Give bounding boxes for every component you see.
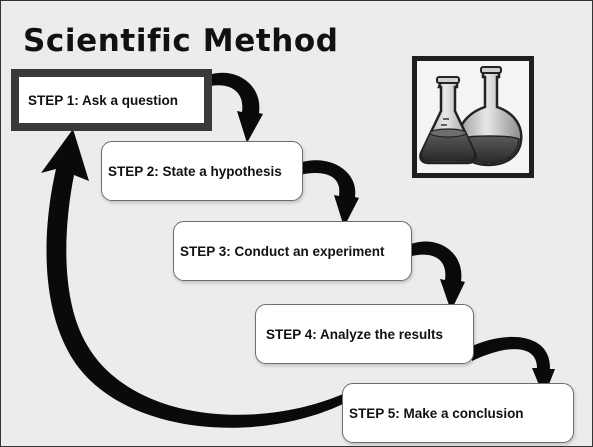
step-3-box: STEP 3: Conduct an experiment [173, 221, 412, 281]
step-4-label: STEP 4: Analyze the results [266, 326, 444, 342]
step-5-label: STEP 5: Make a conclusion [349, 405, 524, 421]
step-1-box: STEP 1: Ask a question [11, 69, 212, 131]
slide-title: Scientific Method [23, 23, 339, 59]
step-3-label: STEP 3: Conduct an experiment [180, 243, 385, 259]
arrow-step4-to-step5 [470, 336, 555, 397]
arrow-step5-to-step1 [41, 129, 343, 428]
step-1-label: STEP 1: Ask a question [28, 92, 179, 108]
arrow-step2-to-step3 [299, 160, 359, 227]
arrow-step1-to-step2 [206, 72, 263, 143]
arrow-step3-to-step4 [408, 241, 465, 311]
step-2-box: STEP 2: State a hypothesis [101, 141, 303, 201]
lab-flasks-illustration [412, 56, 534, 178]
step-4-box: STEP 4: Analyze the results [255, 304, 474, 364]
lab-flasks-icon [419, 66, 523, 167]
step-5-box: STEP 5: Make a conclusion [342, 383, 574, 443]
step-2-label: STEP 2: State a hypothesis [108, 163, 282, 179]
